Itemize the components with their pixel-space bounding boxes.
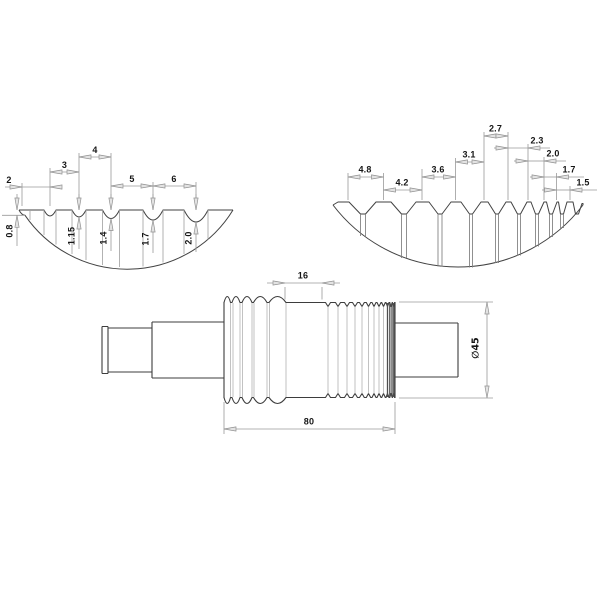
dim-label-pitch-2: 2 bbox=[6, 175, 11, 185]
left-detail-extension-lines bbox=[2, 153, 197, 216]
dim-pitch-4: 4 bbox=[78, 145, 112, 160]
dim-label-pitch-1.5: 1.5 bbox=[576, 178, 589, 188]
dim-label-depth-0.8: 0.8 bbox=[5, 224, 15, 237]
dim-pitch-3: 3 bbox=[49, 160, 80, 175]
dim-pitch-2.3: 2.3 bbox=[494, 136, 550, 151]
right-tooth-detail-view: 4.8 4.2 3.6 3.1 2.7 2.3 2.0 bbox=[332, 124, 597, 268]
dim-80: 80 bbox=[223, 402, 396, 434]
dim-label-depth-1.4: 1.4 bbox=[99, 231, 109, 244]
dim-pitch-1.5: 1.5 bbox=[542, 178, 597, 193]
dim-depth-1.7: 1.7 bbox=[141, 194, 156, 253]
dim-label-pitch-6: 6 bbox=[171, 174, 176, 184]
dim-label-16: 16 bbox=[298, 271, 308, 281]
dim-depth-1.15: 1.15 bbox=[67, 194, 82, 249]
dim-label-depth-1.15: 1.15 bbox=[67, 227, 77, 245]
shaft-section-lines bbox=[230, 303, 384, 397]
left-detail-section-lines bbox=[29, 210, 209, 267]
dim-pitch-2.7: 2.7 bbox=[483, 124, 509, 139]
dim-label-pitch-2.3: 2.3 bbox=[530, 136, 543, 146]
dim-label-pitch-4.2: 4.2 bbox=[395, 178, 408, 188]
dim-label-80: 80 bbox=[304, 417, 314, 427]
dim-label-pitch-3.1: 3.1 bbox=[462, 150, 475, 160]
left-detail-arc bbox=[18, 209, 234, 270]
dim-label-pitch-2.7: 2.7 bbox=[489, 124, 502, 134]
right-detail-section-lines bbox=[360, 214, 564, 268]
dim-label-pitch-3.6: 3.6 bbox=[431, 165, 444, 175]
right-detail-arc bbox=[332, 204, 584, 268]
dim-pitch-6: 6 bbox=[152, 174, 197, 189]
dim-pitch-5: 5 bbox=[110, 174, 154, 189]
shaft-top-edge bbox=[223, 295, 396, 308]
dim-pitch-1.7: 1.7 bbox=[530, 165, 584, 180]
dim-extension-lines bbox=[399, 301, 493, 399]
dim-depth-1.4: 1.4 bbox=[99, 194, 114, 251]
dim-extension-lines bbox=[284, 287, 323, 300]
dim-pitch-2.0: 2.0 bbox=[514, 149, 566, 164]
dim-label-pitch-5: 5 bbox=[129, 174, 134, 184]
dim-depth-0.8: 0.8 bbox=[5, 194, 20, 246]
left-detail-profile-edge bbox=[19, 209, 233, 223]
shaft-outline bbox=[101, 302, 459, 398]
dim-label-pitch-2.0: 2.0 bbox=[546, 149, 559, 159]
shaft-fine-groove-band bbox=[386, 303, 395, 397]
dim-label-depth-1.7: 1.7 bbox=[141, 232, 151, 245]
dim-label-pitch-4.8: 4.8 bbox=[358, 165, 371, 175]
dim-label-diameter-45: ∅45 bbox=[471, 337, 482, 358]
dim-pitch-3.6: 3.6 bbox=[421, 165, 456, 180]
dim-diameter-45: ∅45 bbox=[399, 301, 493, 399]
right-detail-profile-edge bbox=[332, 201, 584, 215]
dim-depth-2.0: 2.0 bbox=[184, 194, 199, 252]
shaft-bottom-edge bbox=[223, 392, 396, 405]
dim-pitch-4.2: 4.2 bbox=[383, 178, 423, 193]
dim-pitch-3.1: 3.1 bbox=[455, 150, 485, 165]
dim-label-pitch-3: 3 bbox=[62, 160, 67, 170]
left-groove-detail-view: 2 3 4 5 6 0.8 1.15 bbox=[2, 145, 234, 270]
dim-label-pitch-1.7: 1.7 bbox=[562, 165, 575, 175]
dim-pitch-4.8: 4.8 bbox=[347, 165, 384, 180]
dim-pitch-2: 2 bbox=[5, 175, 63, 190]
dim-label-depth-2.0: 2.0 bbox=[184, 231, 194, 244]
shaft-side-view: 16 80 ∅45 bbox=[101, 271, 493, 434]
dim-label-pitch-4: 4 bbox=[92, 145, 97, 155]
dim-16: 16 bbox=[267, 271, 340, 300]
